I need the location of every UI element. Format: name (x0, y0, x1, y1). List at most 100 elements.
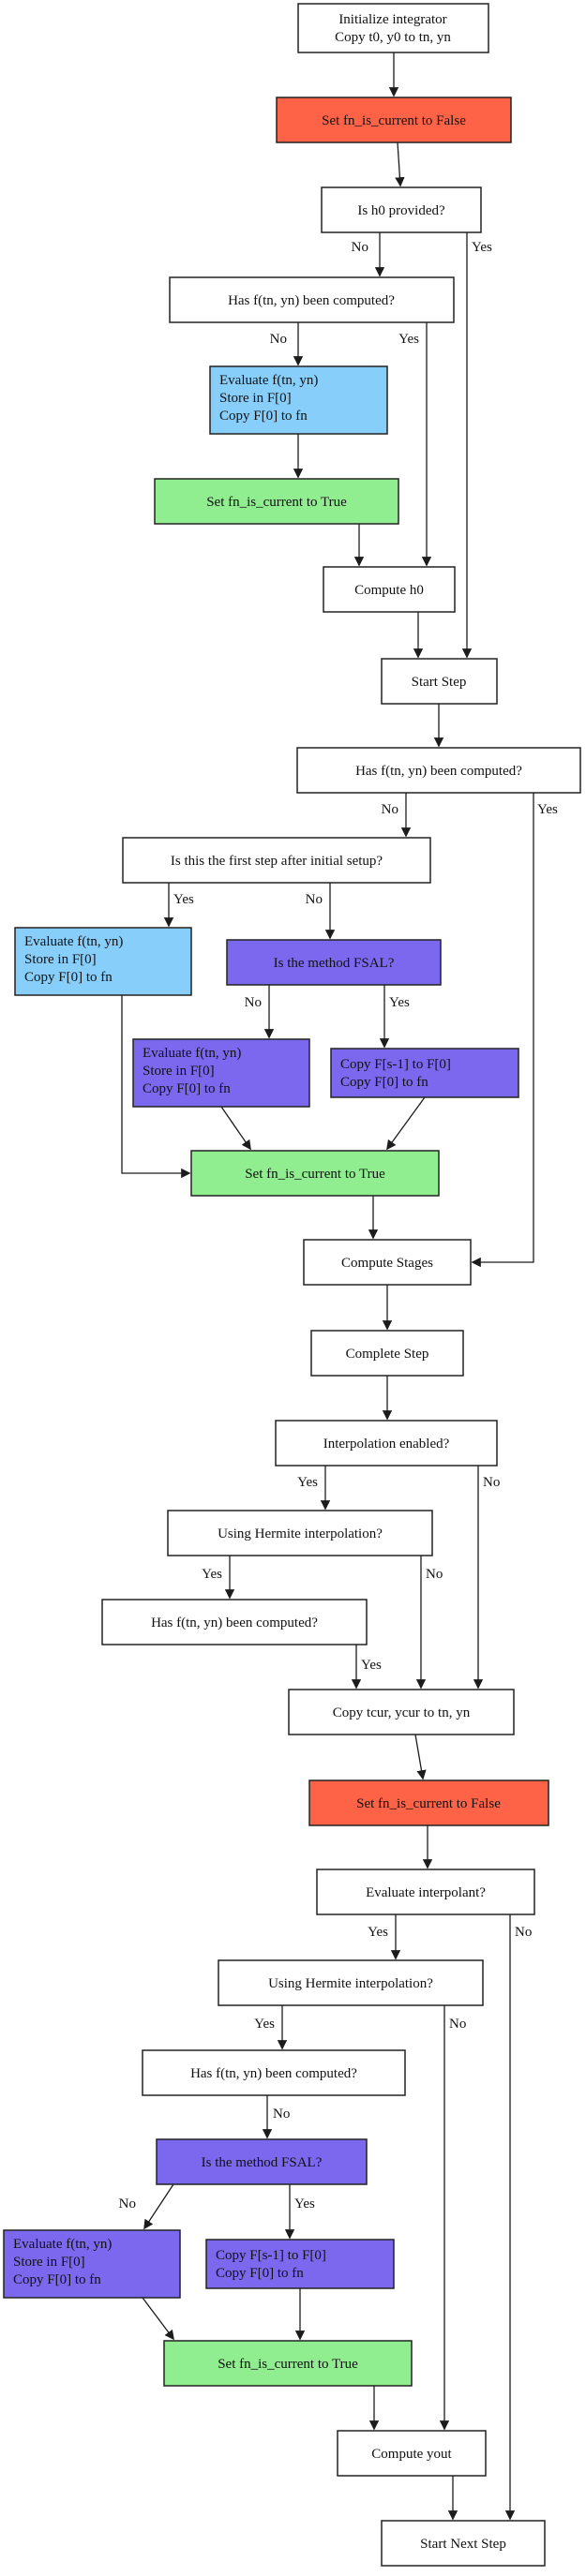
node-hermite-1-box (167, 1510, 433, 1556)
edge-label-interp-enabled-yes: Yes (297, 1475, 318, 1490)
node-f-computed-2: Has f(tn, yn) been computed? (296, 747, 581, 794)
node-compute-h0: Compute h0 (323, 566, 456, 613)
edge-label-hermite-2-yes: Yes (254, 2017, 275, 2032)
node-set-fn-true-3-label: Set fn_is_current to True (218, 2357, 358, 2372)
node-set-fn-true-2: Set fn_is_current to True (190, 1150, 440, 1197)
node-eval-interpolant: Evaluate interpolant? (316, 1869, 535, 1915)
node-eval-f-3-line1: Evaluate f(tn, yn) (143, 1046, 241, 1061)
edge-label-is-fsal-1-no: No (245, 995, 262, 1010)
node-start-next-step: Start Next Step (381, 2520, 546, 2567)
edge-label-is-fsal-1-yes: Yes (389, 995, 410, 1010)
node-eval-f-2-line1: Evaluate f(tn, yn) (24, 934, 123, 949)
node-compute-yout-box (337, 2430, 487, 2477)
node-is-fsal-2: Is the method FSAL? (156, 2138, 368, 2185)
node-is-h0-provided-label: Is h0 provided? (357, 203, 445, 218)
node-set-fn-true-2-box (190, 1150, 440, 1197)
node-eval-f-2: Evaluate f(tn, yn) Store in F[0] Copy F[… (14, 927, 192, 996)
node-copy-fsal-2: Copy F[s-1] to F[0] Copy F[0] to fn (205, 2239, 395, 2289)
node-eval-interpolant-label: Evaluate interpolant? (366, 1885, 486, 1900)
node-hermite-2: Using Hermite interpolation? (218, 1959, 484, 2006)
node-hermite-1-label: Using Hermite interpolation? (218, 1526, 383, 1541)
node-set-fn-false-1: Set fn_is_current to False (276, 97, 512, 143)
node-f-computed-2-label: Has f(tn, yn) been computed? (355, 764, 522, 779)
node-is-fsal-1-label: Is the method FSAL? (274, 956, 395, 971)
node-eval-f-1: Evaluate f(tn, yn) Store in F[0] Copy F[… (209, 365, 388, 435)
edge-labels: No Yes No Yes No Yes Yes No No Yes Yes N… (119, 240, 558, 2211)
node-is-fsal-1-box (226, 939, 442, 986)
edge-label-eval-interpolant-yes: Yes (368, 1925, 388, 1940)
node-f-computed-1-box (169, 276, 455, 323)
edge-label-f-computed-3-yes: Yes (361, 1658, 382, 1673)
edge-eval-f-3-to-set-true-2 (220, 1106, 251, 1151)
node-start-next-step-box (381, 2520, 546, 2567)
node-copy-fsal-1: Copy F[s-1] to F[0] Copy F[0] to fn (330, 1048, 519, 1098)
node-initialize-integrator: Initialize integrator Copy t0, y0 to tn,… (297, 3, 489, 53)
node-eval-f-4-line3: Copy F[0] to fn (13, 2272, 101, 2287)
node-eval-f-2-box (14, 927, 192, 996)
node-complete-step-label: Complete Step (346, 1347, 429, 1362)
node-set-fn-false-1-label: Set fn_is_current to False (322, 113, 466, 128)
node-compute-stages-label: Compute Stages (341, 1256, 433, 1271)
edge-label-f-computed-2-no: No (382, 802, 398, 817)
edge-copy-fsal-1-to-set-true-2 (386, 1096, 426, 1151)
node-set-fn-false-2: Set fn_is_current to False (308, 1779, 549, 1826)
node-copy-fsal-2-line1: Copy F[s-1] to F[0] (216, 2248, 326, 2263)
node-compute-h0-label: Compute h0 (354, 583, 424, 598)
node-eval-f-3: Evaluate f(tn, yn) Store in F[0] Copy F[… (132, 1038, 310, 1108)
node-set-fn-true-1-box (154, 478, 399, 525)
node-is-fsal-2-box (156, 2138, 368, 2185)
node-hermite-2-label: Using Hermite interpolation? (268, 1976, 433, 1991)
node-compute-stages: Compute Stages (303, 1239, 472, 1286)
edge-label-hermite-2-no: No (449, 2017, 466, 2032)
node-interp-enabled: Interpolation enabled? (275, 1420, 498, 1467)
node-eval-f-4: Evaluate f(tn, yn) Store in F[0] Copy F[… (3, 2229, 181, 2299)
node-first-step-after-setup-box (122, 837, 431, 884)
edge-label-first-step-yes: Yes (173, 892, 194, 907)
node-initialize-integrator-box (297, 3, 489, 53)
node-set-fn-true-1-label: Set fn_is_current to True (206, 495, 347, 510)
node-interp-enabled-box (275, 1420, 498, 1467)
edge-is-fsal-2-no (143, 2183, 174, 2230)
node-copy-fsal-1-line1: Copy F[s-1] to F[0] (340, 1057, 451, 1072)
edge-label-hermite-1-yes: Yes (202, 1567, 222, 1582)
node-f-computed-4-box (142, 2049, 406, 2096)
node-eval-f-1-line2: Store in F[0] (219, 391, 292, 406)
node-set-fn-true-2-label: Set fn_is_current to True (245, 1167, 385, 1182)
node-start-step-label: Start Step (412, 675, 467, 690)
node-is-fsal-1: Is the method FSAL? (226, 939, 442, 986)
node-initialize-integrator-line1: Initialize integrator (338, 12, 446, 27)
node-set-fn-true-1: Set fn_is_current to True (154, 478, 399, 525)
node-eval-f-2-line2: Store in F[0] (24, 952, 97, 967)
edges (121, 52, 534, 2521)
node-start-step: Start Step (381, 658, 498, 705)
node-set-fn-false-1-box (276, 97, 512, 143)
node-start-step-box (381, 658, 498, 705)
node-eval-f-3-box (132, 1038, 310, 1108)
edge-label-is-h0-yes: Yes (472, 240, 492, 255)
node-f-computed-2-box (296, 747, 581, 794)
node-set-fn-false-2-box (308, 1779, 549, 1826)
node-f-computed-3-label: Has f(tn, yn) been computed? (151, 1616, 318, 1630)
node-interp-enabled-label: Interpolation enabled? (323, 1437, 450, 1452)
node-compute-stages-box (303, 1239, 472, 1286)
edge-label-hermite-1-no: No (426, 1567, 443, 1582)
edge-label-f-computed-2-yes: Yes (537, 802, 558, 817)
edge-label-interp-enabled-no: No (483, 1475, 500, 1490)
node-set-fn-true-3-box (163, 2340, 413, 2387)
node-is-fsal-2-label: Is the method FSAL? (202, 2155, 323, 2170)
edge-label-f-computed-4-no: No (273, 2107, 290, 2122)
node-eval-f-1-line1: Evaluate f(tn, yn) (219, 373, 318, 388)
edge-label-eval-interpolant-no: No (515, 1925, 532, 1940)
node-copy-fsal-2-box (205, 2239, 395, 2289)
node-eval-f-4-line1: Evaluate f(tn, yn) (13, 2237, 112, 2252)
node-eval-f-1-line3: Copy F[0] to fn (219, 409, 308, 424)
edge-eval-f-4-to-set-true-3 (142, 2297, 174, 2341)
node-f-computed-1: Has f(tn, yn) been computed? (169, 276, 455, 323)
edge-label-first-step-no: No (306, 892, 323, 907)
node-copy-fsal-1-box (330, 1048, 519, 1098)
node-set-fn-true-3: Set fn_is_current to True (163, 2340, 413, 2387)
node-start-next-step-label: Start Next Step (420, 2537, 506, 2552)
node-eval-f-4-box (3, 2229, 181, 2299)
edge-label-is-fsal-2-yes: Yes (294, 2196, 315, 2211)
